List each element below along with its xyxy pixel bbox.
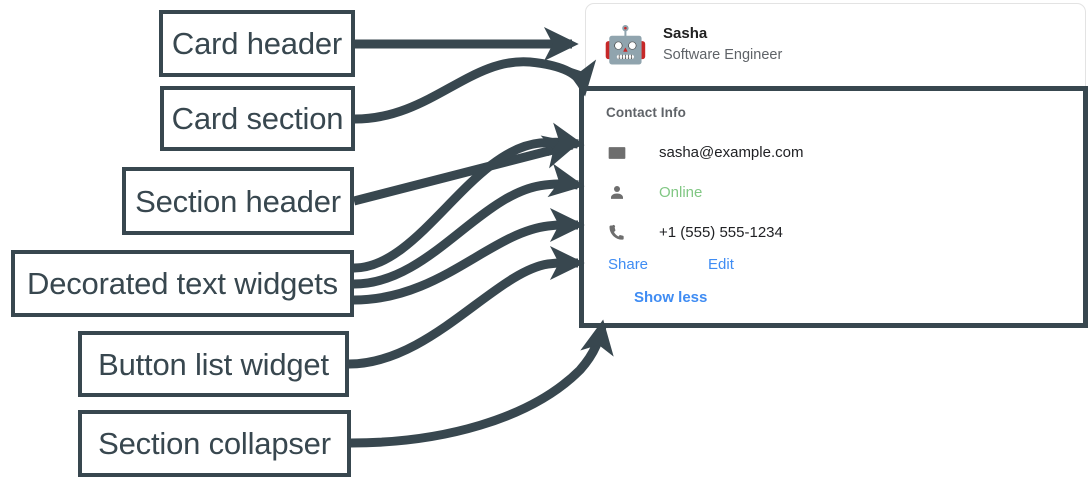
card-header-subtitle: Software Engineer [663,46,783,63]
card-section: Contact Info sasha@example.com [579,86,1088,328]
phone-icon [606,222,628,244]
decorated-text-widget-email-label: sasha@example.com [659,144,804,161]
section-collapser: Show less [606,289,1083,307]
callout-section-collapser: Section collapser [78,410,351,477]
decorated-text-widget-email: sasha@example.com [606,133,1083,173]
decorated-text-widget-status: Online [606,173,1083,213]
share-button[interactable]: Share [608,256,649,273]
callout-section-header: Section header [122,167,354,235]
arrow-section-header [352,135,579,206]
show-less-button[interactable]: Show less [634,289,708,306]
callout-decorated-text-widgets: Decorated text widgets [11,250,354,317]
card-header-text: Sasha Software Engineer [663,24,782,66]
arrow-card-section [354,57,597,124]
card-section-content: Contact Info sasha@example.com [584,91,1083,307]
decorated-text-widget-phone-label: +1 (555) 555-1234 [659,224,783,241]
callout-card-header: Card header [159,10,355,77]
arrow-decorated-text-widget-1 [353,122,585,273]
callout-button-list-widget: Button list widget [78,331,349,397]
decorated-text-widget-phone: +1 (555) 555-1234 [606,213,1083,253]
profile-card: 🤖 Sasha Software Engineer Contact Info s… [579,3,1088,328]
card-header-title: Sasha [663,24,708,42]
section-header: Contact Info [606,105,686,120]
decorated-text-widget-status-label: Online [659,184,703,201]
email-icon [606,142,628,164]
arrow-section-collapser [350,319,614,448]
arrow-decorated-text-widget-3 [353,208,585,305]
edit-button[interactable]: Edit [708,256,734,273]
person-icon [606,182,628,204]
arrow-button-list-widget [348,246,585,369]
button-list-widget: Share Edit [606,256,1083,273]
card-header: 🤖 Sasha Software Engineer [586,4,1085,72]
arrow-decorated-text-widget-2 [353,163,585,289]
robot-icon: 🤖 [603,23,648,65]
callout-card-section: Card section [160,86,355,151]
